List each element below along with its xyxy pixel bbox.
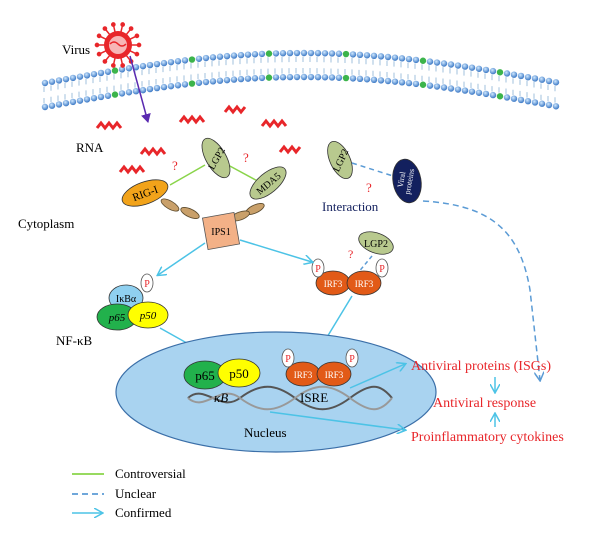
viral-label-1: Viral <box>396 170 408 188</box>
kb-to-cytokines-arrow <box>269 411 405 430</box>
irf3-label-1: IRF3 <box>324 279 343 289</box>
p50-label-cyto: p50 <box>139 310 157 322</box>
viral-label-2: proteins <box>403 168 416 195</box>
ips1-to-irf3-arrow <box>239 239 312 262</box>
rna-label: RNA <box>76 140 104 155</box>
phospho-p-2: P <box>379 264 385 275</box>
cell-membrane <box>41 49 560 111</box>
nfkb-complex-nucleus: p65 p50 <box>183 358 261 390</box>
virus-label: Virus <box>62 42 90 57</box>
virus-entry-arrow <box>129 55 151 123</box>
virus-icon <box>94 22 142 68</box>
proinflammatory-label: Proinflammatory cytokines <box>411 430 564 445</box>
antiviral-proteins-label: Antiviral proteins (ISGs) <box>411 359 551 374</box>
nfkb-label: NF-κB <box>56 333 92 348</box>
rig1-lgp2-controversial-link <box>169 164 206 186</box>
legend-label-unclear: Unclear <box>115 486 157 501</box>
irf3-nuc-label-1: IRF3 <box>294 370 313 380</box>
nucleus-label: Nucleus <box>244 425 287 440</box>
question-mark-2: ? <box>243 150 249 165</box>
p65-label-nuc: p65 <box>195 368 215 383</box>
legend-label-controversial: Controversial <box>115 466 186 481</box>
interaction-label: Interaction <box>322 199 379 214</box>
irf3-dimer-cytoplasm: IRF3 IRF3 P P <box>311 258 389 296</box>
p65-label-cyto: p65 <box>108 312 126 324</box>
viral-to-antiviral-unclear-arrow <box>422 200 540 380</box>
question-mark-3: ? <box>366 180 372 195</box>
isre-to-isgs-arrow <box>349 364 405 389</box>
question-mark-1: ? <box>172 158 178 173</box>
irf3-nuc-label-2: IRF3 <box>325 370 344 380</box>
dna-strands <box>187 385 393 411</box>
ikba-label: IκBα <box>116 294 137 305</box>
lgp2-irf3-protein: LGP2 <box>358 231 394 255</box>
isre-label: ISRE <box>300 390 328 405</box>
lgp2-interaction-protein: LGP2 <box>327 140 353 180</box>
question-mark-4: ? <box>348 247 353 261</box>
rna-strands <box>95 104 302 175</box>
irf3-label-2: IRF3 <box>355 279 374 289</box>
phospho-p-nuc-1: P <box>285 354 291 365</box>
antiviral-response-label: Antiviral response <box>433 396 536 411</box>
cytoplasm-label: Cytoplasm <box>18 216 74 231</box>
ips1-protein: IPS1 <box>202 212 240 250</box>
lgp2-viral-unclear-link <box>351 162 394 177</box>
lgp2-irf3-unclear-link <box>351 255 373 281</box>
ips1-label: IPS1 <box>211 227 230 238</box>
phospho-p-ikba: P <box>144 279 150 290</box>
legend-label-confirmed: Confirmed <box>115 505 172 520</box>
rig1-protein: RIG-I <box>121 179 169 207</box>
kb-site-label: κB <box>214 390 228 405</box>
phospho-p-1: P <box>315 264 321 275</box>
phospho-p-nuc-2: P <box>349 354 355 365</box>
ips1-to-nfkb-arrow <box>158 242 206 275</box>
mda5-protein: MDA5 <box>249 166 287 200</box>
legend: Controversial Unclear Confirmed <box>72 466 186 520</box>
lgp2-protein: LGP2 <box>201 137 231 179</box>
irf3-dimer-nucleus: IRF3 IRF3 P P <box>281 348 359 387</box>
lgp2-irf3-label: LGP2 <box>364 239 388 250</box>
p50-label-nuc: p50 <box>229 366 249 381</box>
nfkb-complex-cytoplasm: IκBα P p65 p50 <box>96 273 169 331</box>
viral-proteins: Viral proteins <box>392 158 422 204</box>
